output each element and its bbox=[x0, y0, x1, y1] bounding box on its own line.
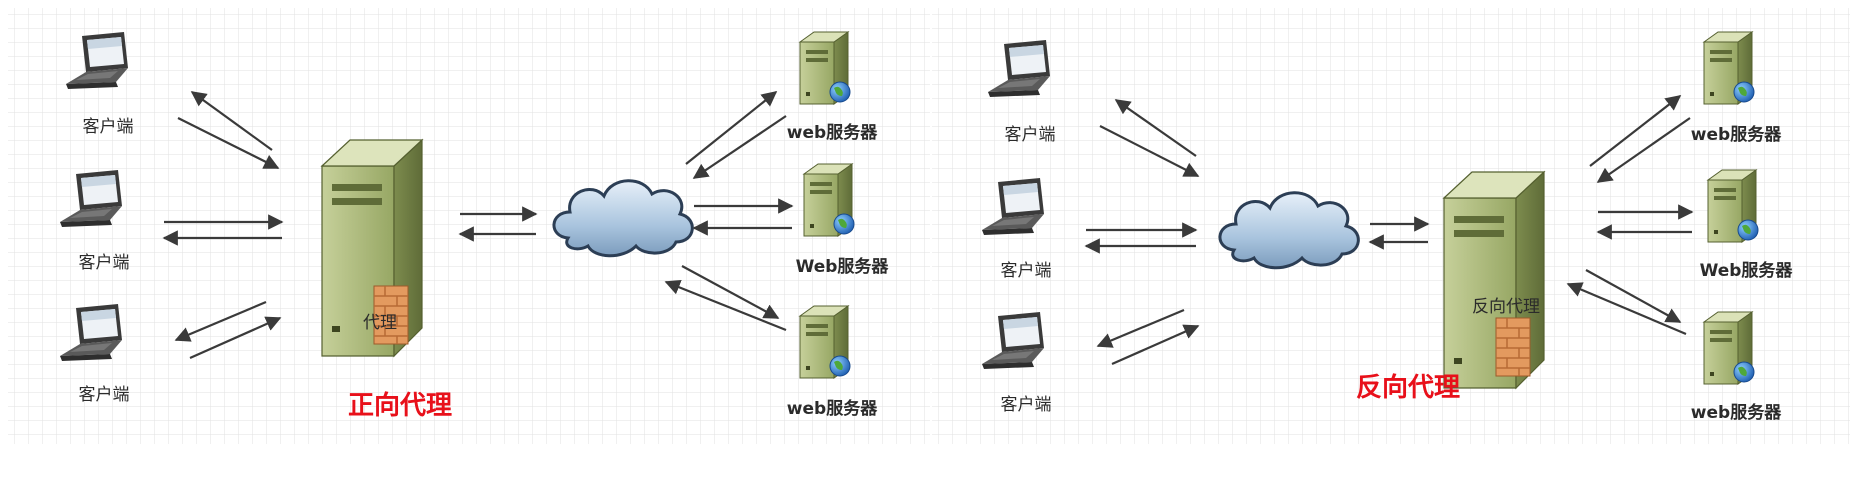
cloud-proxy-arrows bbox=[1368, 216, 1430, 250]
client-label: 客户端 bbox=[1005, 125, 1056, 145]
cloud-server-arrows bbox=[664, 91, 794, 332]
client-label: 客户端 bbox=[83, 117, 134, 137]
web-server-icon bbox=[1703, 31, 1755, 105]
proxy-label: 代理 bbox=[363, 313, 397, 333]
reverse-proxy-panel: 客户端 客户端 客户端 反向代理 bbox=[982, 31, 1794, 423]
web-server-label: web服务器 bbox=[1691, 124, 1782, 145]
forward-panel-background bbox=[8, 8, 930, 444]
web-server-icon bbox=[799, 31, 851, 105]
reverse-proxy-label: 反向代理 bbox=[1472, 297, 1540, 317]
client-proxy-arrows bbox=[162, 91, 284, 360]
reverse-panel-background bbox=[932, 8, 1850, 444]
client-cloud-arrows bbox=[1084, 99, 1200, 366]
forward-proxy-panel: 客户端 客户端 客户端 代理 bbox=[60, 31, 890, 421]
web-server-label: web服务器 bbox=[787, 122, 878, 143]
client-label: 客户端 bbox=[79, 253, 130, 273]
client-label: 客户端 bbox=[1001, 395, 1052, 415]
web-server-label: web服务器 bbox=[787, 398, 878, 419]
proxy-cloud-arrows bbox=[458, 206, 538, 242]
web-server-label: Web服务器 bbox=[796, 256, 890, 277]
web-server-label: web服务器 bbox=[1691, 402, 1782, 423]
web-server-icon bbox=[1703, 311, 1755, 385]
client-label: 客户端 bbox=[1001, 261, 1052, 281]
client-label: 客户端 bbox=[79, 385, 130, 405]
web-server-label: Web服务器 bbox=[1700, 260, 1794, 281]
web-server-icon bbox=[799, 305, 851, 379]
proxy-server-arrows bbox=[1566, 95, 1694, 336]
web-server-icon bbox=[1707, 169, 1759, 243]
reverse-proxy-title: 反向代理 bbox=[1356, 372, 1460, 403]
forward-proxy-title: 正向代理 bbox=[348, 390, 452, 421]
web-server-icon bbox=[803, 163, 855, 237]
reverse-proxy-server-icon bbox=[1443, 171, 1545, 389]
